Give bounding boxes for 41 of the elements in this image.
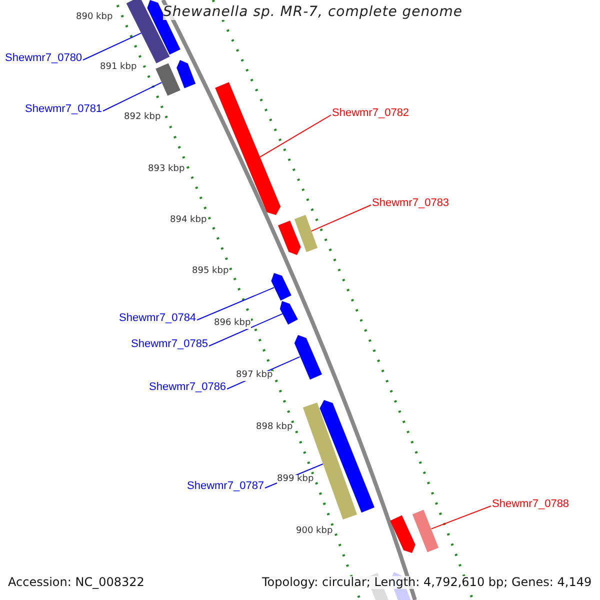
tick-label: 892 kbp [124,113,161,123]
tick-label: 897 kbp [236,371,273,381]
gene-label: Shewmr7_0783 [372,197,450,210]
gene-label: Shewmr7_0781 [25,103,102,116]
gene-label: Shewmr7_0782 [332,107,410,120]
gene-feature [176,60,196,88]
gene-feature [271,273,292,301]
tick-label: 898 kbp [256,423,293,433]
genome-summary: Topology: circular; Length: 4,792,610 bp; Genes: 4,149 [262,576,592,589]
leader-line [102,82,162,112]
gene-feature [215,82,281,215]
gene-feature [280,301,298,325]
tick-label: 895 kbp [192,267,229,277]
gene-label: Shewmr7_0788 [492,498,570,510]
gene-feature [320,400,374,513]
leader-line [430,506,492,530]
tick-label: 891 kbp [100,63,137,73]
gene-feature [294,335,322,380]
gene-feature [390,515,416,553]
tick-label: 896 kbp [214,319,251,329]
leader-line [82,32,142,60]
gene-feature [412,510,439,552]
gene-label: Shewmr7_0786 [149,381,226,394]
leader-line [196,287,274,320]
gene-feature [294,214,318,252]
gene-label: Shewmr7_0785 [131,338,208,350]
accession-text: Accession: NC_008322 [8,576,144,589]
leader-line [311,204,372,232]
leader-line [260,114,332,158]
map-title: Shewanella sp. MR-7, complete genome [163,5,462,20]
gene-label: Shewmr7_0784 [119,312,196,324]
tick-label: 900 kbp [296,527,333,537]
gene-label: Shewmr7_0787 [187,480,264,492]
gene-label: Shewmr7_0780 [5,52,82,64]
gene-feature [278,220,301,255]
tick-label: 893 kbp [148,165,185,175]
leader-line [208,313,283,346]
tick-label: 894 kbp [170,216,207,226]
tick-label: 899 kbp [277,475,314,485]
gene-feature [156,63,180,96]
tick-label: 890 kbp [76,13,113,23]
